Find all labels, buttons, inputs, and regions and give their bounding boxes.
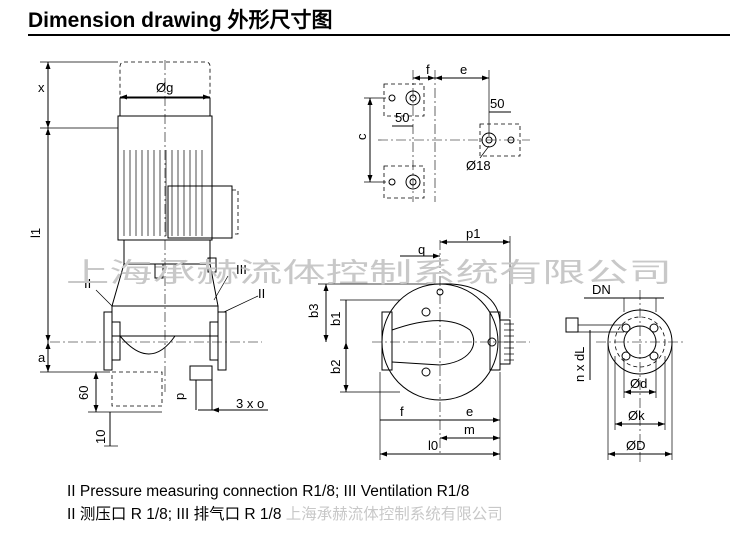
label-III: III <box>236 262 247 277</box>
label-d18: Ø18 <box>466 158 491 173</box>
motor-stool <box>123 239 211 265</box>
label-10: 10 <box>93 430 108 444</box>
label-b1: b1 <box>328 312 343 326</box>
notes: II Pressure measuring connection R1/8; I… <box>67 480 503 526</box>
label-II-right: II <box>258 286 265 301</box>
label-e-bottom: e <box>466 404 473 419</box>
label-m: m <box>464 422 475 437</box>
label-b3: b3 <box>306 304 321 318</box>
label-50-right: 50 <box>490 96 504 111</box>
drain-plug <box>189 365 213 381</box>
note-line-1: II Pressure measuring connection R1/8; I… <box>67 483 470 500</box>
label-a: a <box>38 350 46 365</box>
inlet-flange <box>103 311 113 371</box>
label-q: q <box>418 242 425 257</box>
top-view: q p1 b3 b1 b2 f e m l0 <box>306 226 530 460</box>
label-l1: l1 <box>28 228 43 238</box>
label-60: 60 <box>76 386 91 400</box>
label-l0: l0 <box>428 438 438 453</box>
watermark-caption: 上海承赫流体控制系统有限公司 <box>285 506 503 523</box>
label-DN: DN <box>592 282 611 297</box>
label-p: p <box>172 393 187 400</box>
foot-view: f e c 50 50 Ø18 <box>354 62 530 202</box>
header-bar: Dimension drawing 外形尺寸图 <box>28 0 730 36</box>
label-D: ØD <box>626 438 646 453</box>
casing-lower <box>119 335 176 355</box>
label-b2: b2 <box>328 360 343 374</box>
page-title: Dimension drawing 外形尺寸图 <box>28 9 333 32</box>
label-e: e <box>460 62 467 77</box>
label-f-bottom: f <box>400 404 404 419</box>
label-c: c <box>354 133 369 140</box>
motor-fins <box>123 150 203 236</box>
label-p1: p1 <box>466 226 480 241</box>
label-x: x <box>38 80 45 95</box>
label-k: Øk <box>628 408 645 423</box>
label-f: f <box>426 62 430 77</box>
terminal-box <box>167 185 233 239</box>
base-outline <box>111 371 163 407</box>
label-3xo: 3 x o <box>236 396 264 411</box>
label-50-left: 50 <box>395 110 409 125</box>
note-line-2: II 测压口 R 1/8; III 排气口 R 1/8 <box>67 506 282 523</box>
label-II-left: II <box>84 276 91 291</box>
outlet-flange <box>217 311 227 371</box>
watermark-text: 上海承赫流体控制系统有限公司 <box>66 258 672 289</box>
side-view: x l1 a 60 10 p 3 x o Øg II III II <box>28 60 268 447</box>
label-d: Ød <box>630 376 647 391</box>
flange-view: DN n x dL Ød Øk ØD <box>565 282 684 462</box>
label-g: Øg <box>156 80 173 95</box>
terminal-box-cover <box>231 189 239 235</box>
label-nxdl: n x dL <box>572 347 587 382</box>
